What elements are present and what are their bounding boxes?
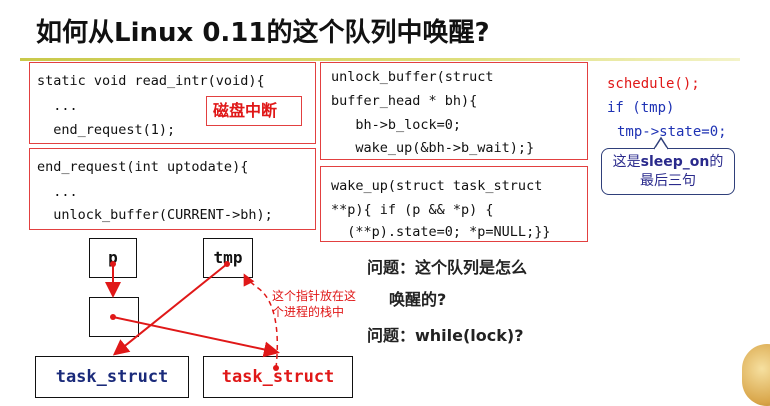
code-line: static void read_intr(void){: [37, 73, 265, 89]
code-line: ...: [37, 184, 78, 200]
callout-bubble: 这是sleep_on的 最后三句: [601, 148, 735, 195]
stack-note: 这个指针放在这个进程的栈中: [272, 289, 357, 319]
code-box-end-request: end_request(int uptodate){ ... unlock_bu…: [29, 148, 316, 230]
tmp-state-line: tmp->state=0;: [617, 124, 727, 140]
code-line: wake_up(struct task_struct: [331, 178, 543, 194]
code-line: (**p).state=0; *p=NULL;}}: [331, 224, 551, 240]
pointer-p-node: p: [89, 238, 137, 278]
code-box-wake-up: wake_up(struct task_struct **p){ if (p &…: [320, 166, 588, 242]
code-line: wake_up(&bh->b_wait);}: [331, 140, 535, 156]
bubble-text: 这是: [612, 154, 641, 170]
title-underline: [20, 58, 740, 61]
code-line: end_request(int uptodate){: [37, 159, 249, 175]
bubble-line-1: 这是sleep_on的: [602, 153, 734, 172]
code-line: **p){ if (p && *p) {: [331, 202, 494, 218]
bubble-keyword: sleep_on: [640, 154, 710, 170]
bubble-text: 的: [709, 154, 724, 170]
opensuse-logo: [742, 344, 770, 406]
code-line: ...: [37, 98, 78, 114]
schedule-call: schedule();: [607, 76, 700, 92]
code-line: unlock_buffer(struct: [331, 69, 494, 85]
pointer-tmp-node: tmp: [203, 238, 253, 278]
question-2: 问题：while(lock)?: [367, 326, 524, 345]
question-1-line-1: 问题：这个队列是怎么: [367, 258, 528, 277]
task-struct-1: task_struct: [35, 356, 189, 398]
code-line: end_request(1);: [37, 122, 176, 138]
page-title: 如何从Linux 0.11的这个队列中唤醒?: [36, 18, 490, 48]
bubble-line-2: 最后三句: [640, 173, 696, 189]
disk-interrupt-label: 磁盘中断: [206, 96, 302, 126]
task-struct-2: task_struct: [203, 356, 353, 398]
code-line: unlock_buffer(CURRENT->bh);: [37, 207, 273, 223]
code-line: buffer_head * bh){: [331, 93, 478, 109]
queue-head-node: [89, 297, 139, 337]
code-line: bh->b_lock=0;: [331, 117, 462, 133]
if-tmp-line: if (tmp): [607, 100, 675, 116]
question-1-line-2: 唤醒的?: [389, 290, 447, 309]
code-box-unlock-buffer: unlock_buffer(struct buffer_head * bh){ …: [320, 62, 588, 160]
